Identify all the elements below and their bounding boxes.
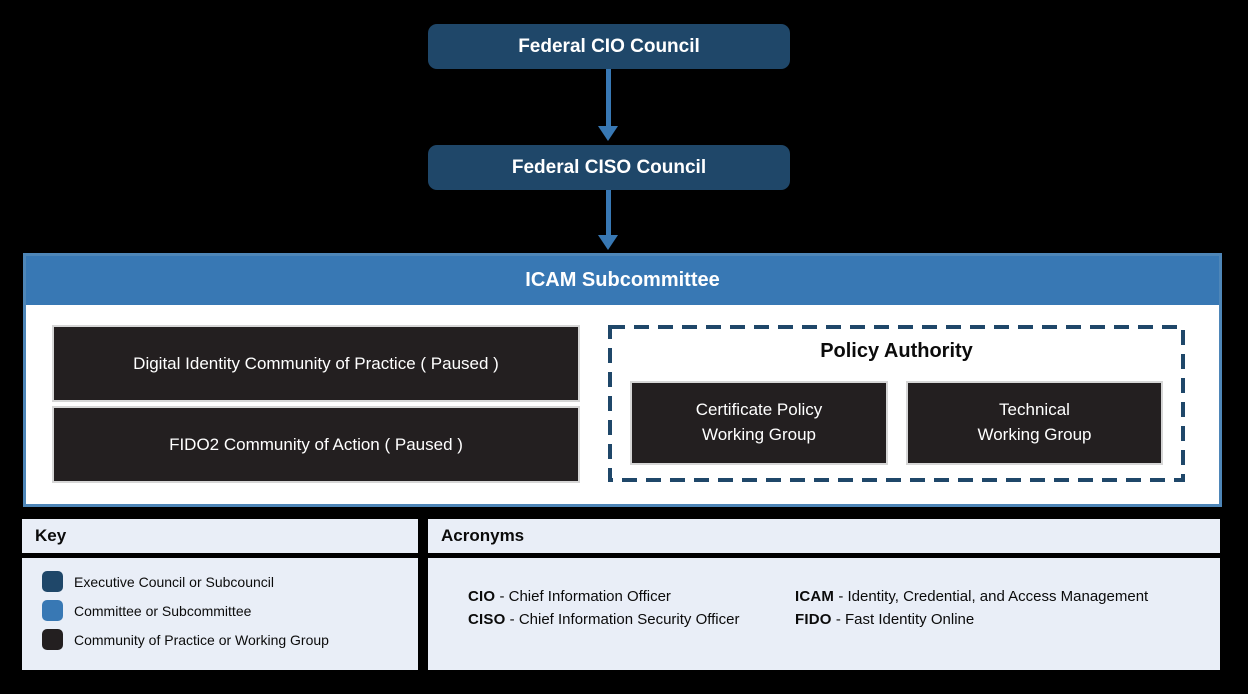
acronym-definition: Chief Information Security Officer	[518, 611, 740, 628]
legend-label-community: Community of Practice or Working Group	[74, 631, 329, 648]
federal-ciso-council-box: Federal CISO Council	[428, 145, 790, 190]
federal-ciso-council-label: Federal CISO Council	[511, 156, 707, 178]
federal-cio-council-label: Federal CIO Council	[518, 35, 700, 57]
icam-subcommittee-body: Digital Identity Community of Practice (…	[26, 305, 1219, 504]
legend-label-executive: Executive Council or Subcouncil	[74, 573, 274, 590]
connector-line-ciso-to-icam	[606, 190, 611, 238]
acronym-definition: Identity, Credential, and Access Managem…	[847, 588, 1149, 605]
certificate-policy-working-group-label: Certificate Policy Working Group	[696, 398, 823, 447]
legend-swatch-community	[42, 629, 63, 650]
federal-cio-council-box: Federal CIO Council	[428, 24, 790, 69]
wg-label-line: Working Group	[701, 425, 816, 444]
legend-swatch-executive	[42, 571, 63, 592]
digital-identity-community-box: Digital Identity Community of Practice (…	[52, 325, 580, 402]
arrow-down-icon	[598, 235, 618, 250]
wg-label-line: Working Group	[977, 425, 1092, 444]
icam-subcommittee-title: ICAM Subcommittee	[525, 269, 720, 291]
icam-subcommittee-header: ICAM Subcommittee	[26, 256, 1219, 305]
legend-swatch-committee	[42, 600, 63, 621]
policy-authority-title: Policy Authority	[820, 340, 973, 362]
connector-line-cio-to-ciso	[606, 69, 611, 129]
acronym-abbr: CIO	[468, 588, 496, 605]
acronym-entry-fido: FIDO - Fast Identity Online	[795, 608, 1148, 631]
key-header: Key	[22, 519, 418, 553]
acronym-abbr: FIDO	[795, 611, 832, 628]
legend-item-executive: Executive Council or Subcouncil	[42, 571, 418, 592]
certificate-policy-working-group-box: Certificate Policy Working Group	[630, 381, 888, 465]
wg-label-line: Technical	[999, 400, 1070, 420]
policy-authority-dashed-border	[608, 325, 1185, 482]
acronyms-column-2: ICAM - Identity, Credential, and Access …	[795, 585, 1148, 670]
wg-label-line: Certificate Policy	[695, 400, 823, 420]
icam-subcommittee-container: ICAM Subcommittee Digital Identity Commu…	[23, 253, 1222, 507]
policy-authority-container: Policy Authority Certificate Policy Work…	[608, 325, 1185, 482]
acronym-definition: Chief Information Officer	[508, 588, 671, 605]
key-legend: Executive Council or Subcouncil Committe…	[22, 558, 418, 670]
acronym-separator: -	[499, 588, 505, 605]
fido2-community-label: FIDO2 Community of Action ( Paused )	[169, 434, 463, 454]
fido2-community-box: FIDO2 Community of Action ( Paused )	[52, 406, 580, 483]
acronyms-header: Acronyms	[428, 519, 1220, 553]
acronyms-title: Acronyms	[441, 526, 525, 545]
acronym-entry-ciso: CISO - Chief Information Security Office…	[468, 608, 795, 631]
acronym-separator: -	[835, 611, 841, 628]
acronym-abbr: CISO	[468, 611, 506, 628]
key-title: Key	[35, 526, 67, 545]
technical-working-group-box: Technical Working Group	[906, 381, 1163, 465]
acronym-separator: -	[838, 588, 844, 605]
legend-item-community: Community of Practice or Working Group	[42, 629, 418, 650]
arrow-down-icon	[598, 126, 618, 141]
acronyms-column-1: CIO - Chief Information Officer CISO - C…	[468, 585, 795, 670]
acronym-separator: -	[509, 611, 515, 628]
acronyms-panel: CIO - Chief Information Officer CISO - C…	[428, 558, 1220, 670]
legend-item-committee: Committee or Subcommittee	[42, 600, 418, 621]
acronym-definition: Fast Identity Online	[844, 611, 975, 628]
digital-identity-community-label: Digital Identity Community of Practice (…	[133, 353, 499, 373]
legend-label-committee: Committee or Subcommittee	[74, 602, 252, 619]
acronym-entry-icam: ICAM - Identity, Credential, and Access …	[795, 585, 1148, 608]
acronym-abbr: ICAM	[795, 588, 835, 605]
technical-working-group-label: Technical Working Group	[977, 398, 1091, 447]
acronym-entry-cio: CIO - Chief Information Officer	[468, 585, 795, 608]
